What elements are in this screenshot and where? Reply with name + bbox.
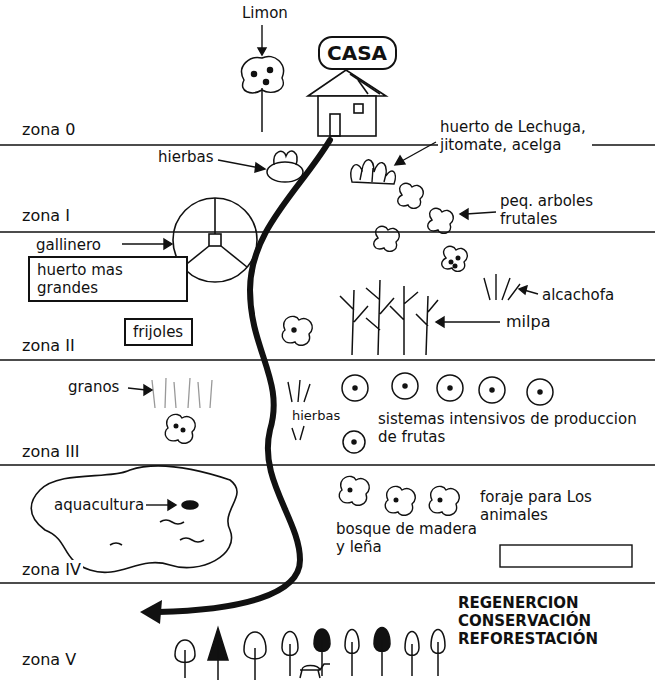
plant-label: aquacultura	[52, 496, 146, 514]
zone-label: zona I	[20, 206, 72, 225]
plant-label: sistemas intensivos de produccion de fru…	[376, 410, 642, 446]
zone-label: zona III	[20, 442, 81, 461]
plant-label: bosque de madera y leña	[334, 520, 488, 556]
fruit-trees	[374, 183, 468, 271]
zone-label: zona II	[20, 336, 77, 355]
plant-label: hierbas	[290, 408, 342, 424]
plant-label: granos	[66, 378, 121, 396]
wood-forest	[339, 476, 459, 515]
lettuce-bed	[351, 160, 395, 184]
fodder-plot	[500, 545, 632, 567]
plant-label: milpa	[504, 312, 552, 331]
grain-bush	[165, 414, 195, 443]
regeneration-forest	[175, 628, 445, 681]
zone-label: zona 0	[20, 120, 77, 139]
aquaculture-pond	[31, 466, 237, 573]
zone-label: zona V	[20, 650, 78, 669]
grain-field	[152, 378, 212, 408]
main-path	[140, 140, 330, 624]
plant-label: hierbas	[156, 148, 216, 166]
node-text: CASA	[327, 41, 388, 65]
plant-label: foraje para Los animales	[478, 488, 647, 524]
garden-box: huerto mas grandes	[28, 256, 188, 302]
plant-label: peq. arboles frutales	[498, 192, 632, 228]
garden-box: frijoles	[124, 318, 193, 346]
zone-label: zona IV	[20, 560, 83, 579]
corn-milpa	[340, 280, 438, 355]
node-text: frijoles	[133, 323, 184, 341]
house-box: CASA	[318, 36, 397, 70]
zone-lines	[0, 145, 655, 583]
plant-label: alcachofa	[540, 286, 616, 304]
plant-label: Limon	[240, 4, 290, 22]
bush	[282, 316, 312, 345]
plant-label: REGENERCION CONSERVACIÓN REFORESTACIÓN	[456, 594, 650, 648]
node-text: huerto mas grandes	[37, 261, 179, 297]
artichoke-plants	[484, 274, 520, 300]
lemon-tree	[242, 56, 284, 132]
plant-label: huerto de Lechuga, jitomate, acelga	[438, 118, 592, 154]
herb-pot	[267, 151, 303, 182]
house-drawing	[308, 70, 386, 136]
plant-label: gallinero	[34, 236, 103, 254]
